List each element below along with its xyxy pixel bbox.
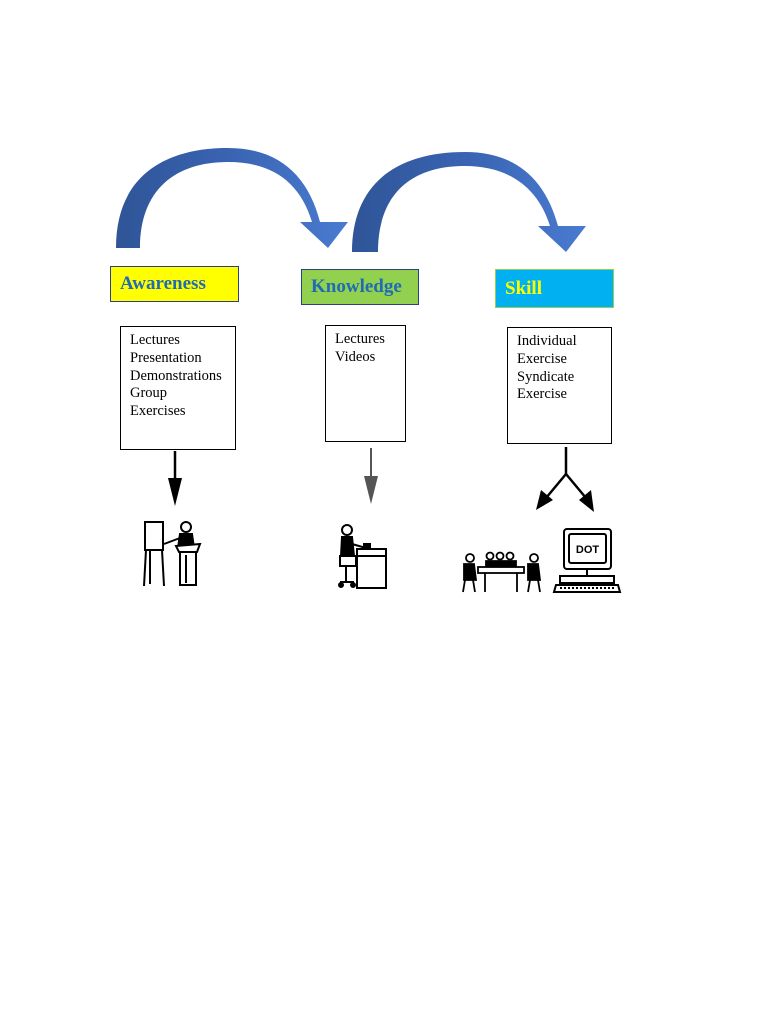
knowledge-label: Knowledge [301, 269, 419, 305]
computer-icon [552, 528, 622, 593]
method-item: Individual [517, 333, 577, 349]
awareness-down-arrow [168, 451, 182, 506]
method-item: Exercises [130, 403, 186, 420]
skill-forked-arrow [536, 447, 594, 512]
skill-label: Skill [495, 269, 614, 308]
person-at-desk-icon [338, 524, 387, 589]
knowledge-down-arrow [364, 448, 378, 504]
awareness-methods-box: Lectures Presentation Demonstrations Gro… [120, 326, 236, 450]
presenter-at-flipchart-icon [143, 521, 202, 587]
method-item: Exercise [517, 350, 567, 367]
method-item: Lectures [130, 332, 180, 348]
awareness-label: Awareness [110, 266, 239, 302]
curved-arrow-awareness-to-knowledge [116, 148, 348, 248]
group-table-icon [462, 551, 542, 593]
method-item: Videos [335, 348, 376, 365]
method-item: Presentation [130, 349, 202, 366]
curved-arrow-knowledge-to-skill [352, 152, 586, 252]
computer-screen-text: DOT [576, 544, 600, 556]
method-item: Group [130, 385, 168, 402]
method-item: Syndicate [517, 368, 575, 385]
method-item: Exercise [517, 386, 567, 403]
method-item: Lectures [335, 331, 385, 347]
method-item: Demonstrations [130, 367, 222, 384]
skill-methods-box: Individual Exercise Syndicate Exercise [507, 327, 612, 444]
knowledge-methods-box: Lectures Videos [325, 325, 406, 442]
